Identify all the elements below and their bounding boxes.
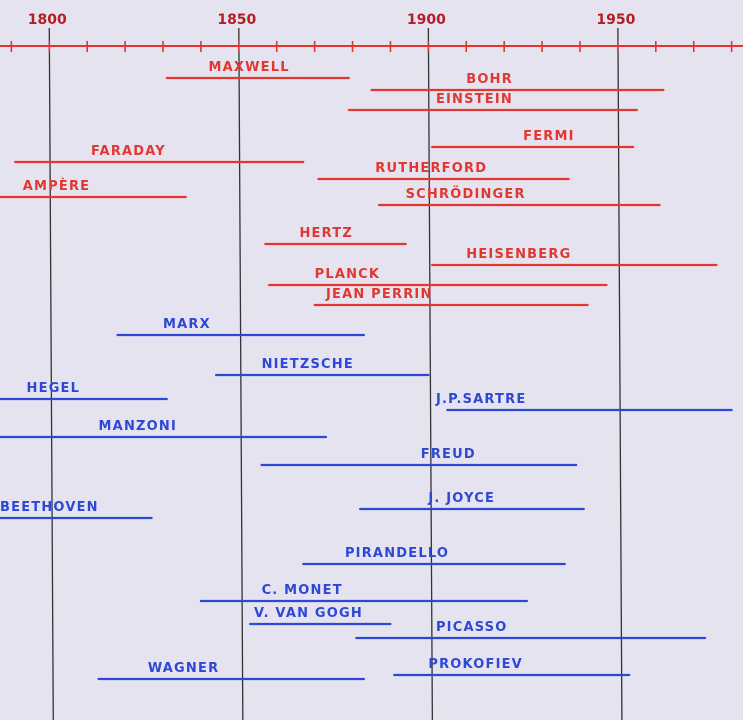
name-label-v-van-gogh: V. VAN GOGH	[254, 606, 363, 621]
name-label-hertz: HERTZ	[299, 226, 352, 241]
name-label-planck: PLANCK	[315, 267, 381, 282]
name-label-picasso: PICASSO	[436, 620, 508, 635]
gridline-1950	[617, 27, 623, 720]
name-label-marx: MARX	[163, 317, 211, 332]
tick-label-1800: 1800	[28, 12, 67, 28]
tick-label-1900: 1900	[407, 12, 446, 28]
name-label-amp-re: AMPÈRE	[23, 178, 91, 194]
time-axis: 1800 1850 1900 1950	[0, 12, 743, 52]
name-labels: MAXWELL BOHR EINSTEIN FERMI FARADAY RUTHERFOR…	[0, 60, 575, 676]
gridline-1800	[48, 27, 54, 720]
name-label-heisenberg: HEISENBERG	[466, 247, 571, 262]
name-label-c-monet: C. MONET	[262, 583, 343, 598]
gridline-1900	[427, 27, 434, 720]
name-label-wagner: WAGNER	[148, 661, 219, 676]
tick-label-1850: 1850	[217, 12, 256, 28]
name-label-manzoni: MANZONI	[99, 419, 177, 434]
name-label-freud: FREUD	[421, 447, 476, 462]
name-label-beethoven: BEETHOVEN	[0, 500, 99, 515]
name-label-nietzsche: NIETZSCHE	[262, 357, 354, 372]
tick-label-1950: 1950	[596, 12, 635, 28]
name-label-j-p-sartre: J.P.SARTRE	[435, 392, 526, 407]
name-label-pirandello: PIRANDELLO	[345, 546, 449, 561]
name-label-prokofiev: PROKOFIEV	[428, 657, 523, 672]
name-label-j-joyce: J. JOYCE	[427, 491, 495, 506]
name-label-schr-dinger: SCHRÖDINGER	[406, 186, 526, 202]
name-label-faraday: FARADAY	[91, 144, 166, 159]
name-label-einstein: EINSTEIN	[436, 92, 513, 107]
name-label-fermi: FERMI	[523, 129, 575, 144]
name-label-maxwell: MAXWELL	[208, 60, 289, 75]
name-label-bohr: BOHR	[466, 72, 513, 87]
name-label-hegel: HEGEL	[27, 381, 81, 396]
name-label-rutherford: RUTHERFORD	[375, 161, 487, 176]
lifespan-bars	[0, 76, 733, 681]
name-label-jean-perrin: JEAN PERRIN	[325, 287, 433, 302]
gridlines	[48, 27, 623, 720]
